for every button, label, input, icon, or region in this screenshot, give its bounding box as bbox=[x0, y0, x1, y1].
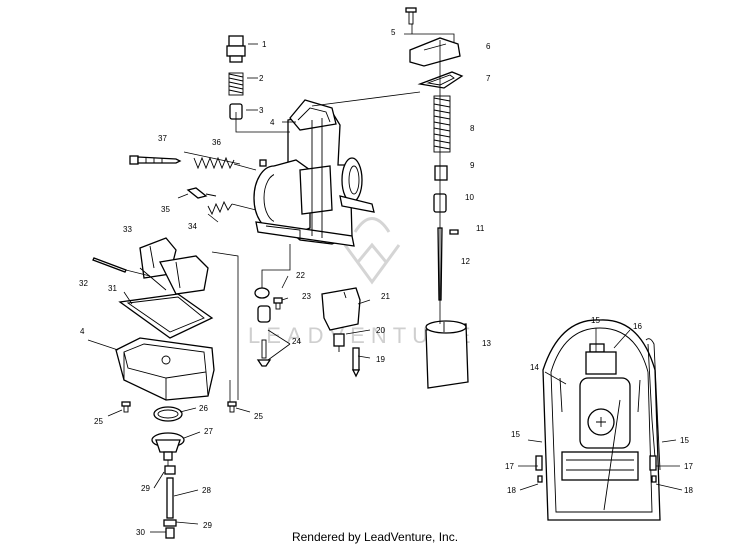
label-15-left: 15 bbox=[511, 430, 520, 439]
part-19-jet bbox=[351, 347, 361, 378]
part-29-bottom-nut bbox=[163, 519, 177, 527]
label-15-top: 15 bbox=[591, 316, 600, 325]
label-37: 37 bbox=[158, 134, 167, 143]
part-22-o-ring bbox=[254, 287, 270, 299]
part-6-top-cap bbox=[409, 37, 461, 67]
part-4-float-bowl bbox=[115, 337, 215, 401]
label-2: 2 bbox=[259, 74, 264, 83]
label-17-right: 17 bbox=[684, 462, 693, 471]
label-35: 35 bbox=[161, 205, 170, 214]
label-18-right: 18 bbox=[684, 486, 693, 495]
label-25-right: 25 bbox=[254, 412, 263, 421]
assembly-detail bbox=[535, 319, 661, 521]
part-37-screw bbox=[129, 155, 182, 165]
label-7: 7 bbox=[486, 74, 491, 83]
part-2-spring bbox=[228, 72, 244, 96]
label-6: 6 bbox=[486, 42, 491, 51]
part-23-screw bbox=[273, 297, 283, 310]
label-34: 34 bbox=[188, 222, 197, 231]
label-29-top: 29 bbox=[141, 484, 150, 493]
part-11-clip bbox=[449, 229, 459, 235]
part-8-spring bbox=[433, 95, 451, 153]
label-30: 30 bbox=[136, 528, 145, 537]
label-20: 20 bbox=[376, 326, 385, 335]
part-29-top-nut bbox=[164, 465, 176, 475]
callout-labels: 1 2 3 4 5 6 7 8 9 10 11 12 13 14 15 16 1… bbox=[79, 28, 693, 537]
label-4-bowl: 4 bbox=[80, 327, 85, 336]
label-3: 3 bbox=[259, 106, 264, 115]
part-36-spring bbox=[193, 156, 235, 170]
label-21: 21 bbox=[381, 292, 390, 301]
label-15-right: 15 bbox=[680, 436, 689, 445]
label-8: 8 bbox=[470, 124, 475, 133]
label-23: 23 bbox=[302, 292, 311, 301]
part-35-screw bbox=[186, 187, 217, 199]
label-26: 26 bbox=[199, 404, 208, 413]
label-24: 24 bbox=[292, 337, 301, 346]
label-36: 36 bbox=[212, 138, 221, 147]
label-25-left: 25 bbox=[94, 417, 103, 426]
label-32: 32 bbox=[79, 279, 88, 288]
label-4-top: 4 bbox=[270, 118, 275, 127]
part-31-gasket bbox=[118, 293, 214, 339]
part-24-float-needle bbox=[256, 305, 272, 367]
part-30-fitting bbox=[165, 527, 175, 539]
label-9: 9 bbox=[470, 161, 475, 170]
label-11: 11 bbox=[476, 224, 485, 233]
part-7-gasket bbox=[417, 71, 464, 89]
label-22: 22 bbox=[296, 271, 305, 280]
label-31: 31 bbox=[108, 284, 117, 293]
label-17-left: 17 bbox=[505, 462, 514, 471]
part-32-pin bbox=[92, 257, 127, 273]
part-25-screw-left bbox=[121, 401, 131, 413]
label-12: 12 bbox=[461, 257, 470, 266]
footer-credit: Rendered by LeadVenture, Inc. bbox=[291, 530, 459, 544]
part-25-screw-right bbox=[227, 401, 237, 413]
label-18-left: 18 bbox=[507, 486, 516, 495]
part-27-drain-plug bbox=[151, 432, 185, 461]
label-27: 27 bbox=[204, 427, 213, 436]
label-33: 33 bbox=[123, 225, 132, 234]
label-28: 28 bbox=[202, 486, 211, 495]
part-33-float bbox=[139, 237, 209, 295]
part-26-o-ring bbox=[153, 406, 183, 422]
part-13-throttle-slide bbox=[425, 320, 469, 389]
part-1-fitting bbox=[226, 35, 246, 63]
label-13: 13 bbox=[482, 339, 491, 348]
label-16: 16 bbox=[633, 322, 642, 331]
part-28-tube bbox=[166, 477, 174, 519]
part-9-retainer bbox=[434, 165, 448, 181]
label-14: 14 bbox=[530, 363, 539, 372]
label-1: 1 bbox=[262, 40, 267, 49]
label-10: 10 bbox=[465, 193, 474, 202]
part-21-float bbox=[321, 287, 361, 331]
part-5-screw bbox=[405, 7, 417, 25]
carburetor-body bbox=[253, 99, 375, 247]
label-19: 19 bbox=[376, 355, 385, 364]
label-5: 5 bbox=[391, 28, 396, 37]
part-34-spring bbox=[207, 200, 233, 216]
part-20-needle-jet bbox=[333, 333, 345, 352]
label-29-bottom: 29 bbox=[203, 521, 212, 530]
